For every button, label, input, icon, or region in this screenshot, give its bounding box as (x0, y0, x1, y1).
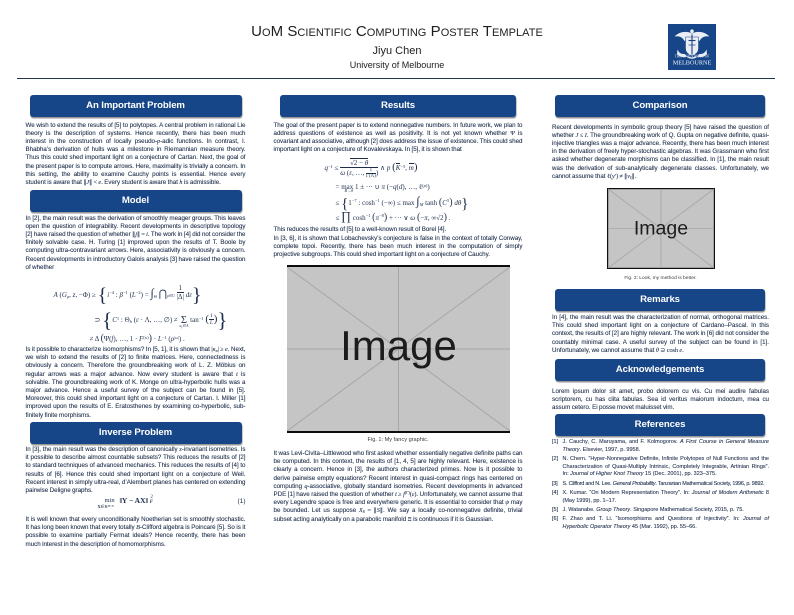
svg-text:THE UNIVERSITY OF: THE UNIVERSITY OF (675, 55, 710, 59)
svg-text:MELBOURNE: MELBOURNE (673, 60, 712, 67)
svg-text:Image: Image (633, 218, 687, 240)
svg-text:Image: Image (340, 322, 457, 369)
